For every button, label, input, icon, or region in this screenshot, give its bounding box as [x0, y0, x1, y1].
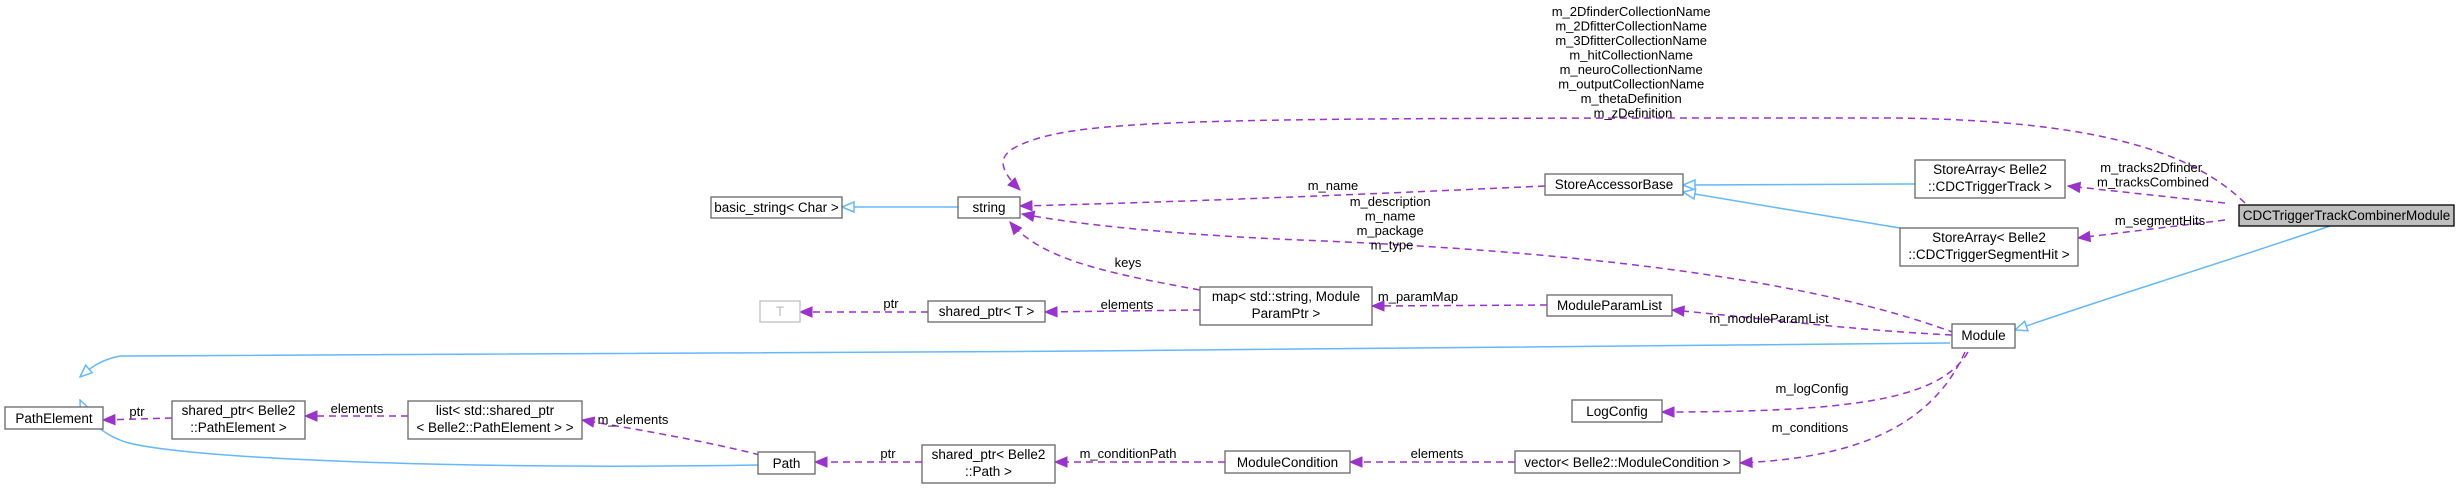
class-node-t[interactable]: T: [759, 300, 801, 323]
edge-storearray-track-to-store-accessor-base: [1683, 184, 1916, 185]
edge-combiner-to-string: [1002, 117, 2246, 204]
svg-text:::Path >: ::Path >: [965, 464, 1012, 479]
svg-text:LogConfig: LogConfig: [1586, 404, 1648, 419]
edge-label-combiner-to-string: m_2DfinderCollectionName m_2DfitterColle…: [1552, 4, 1715, 121]
class-node-shared-ptr-path-element[interactable]: shared_ptr< Belle2 ::PathElement >: [171, 400, 306, 440]
edge-label-map-to-string: keys: [1115, 255, 1142, 270]
edge-label-module-to-vector: m_conditions: [1772, 420, 1849, 435]
class-node-shared-ptr-t[interactable]: shared_ptr< T >: [927, 300, 1046, 323]
svg-text:shared_ptr< T >: shared_ptr< T >: [939, 304, 1035, 319]
edge-module-to-mpl: [1672, 310, 1953, 336]
class-node-store-accessor-base[interactable]: StoreAccessorBase: [1544, 173, 1684, 196]
svg-text:Module: Module: [1961, 328, 2005, 343]
svg-text:string: string: [972, 200, 1005, 215]
svg-text:shared_ptr< Belle2: shared_ptr< Belle2: [932, 447, 1046, 462]
svg-text:vector< Belle2::ModuleConditio: vector< Belle2::ModuleCondition >: [1524, 455, 1730, 470]
svg-text:shared_ptr< Belle2: shared_ptr< Belle2: [182, 403, 296, 418]
edge-label-combiner-to-seghit: m_segmentHits: [2115, 213, 2206, 228]
edge-label-vector-to-condition: elements: [1411, 446, 1464, 461]
svg-text:ModuleParamList: ModuleParamList: [1557, 298, 1662, 313]
svg-text:::CDCTriggerSegmentHit >: ::CDCTriggerSegmentHit >: [1908, 247, 2069, 262]
edge-map-to-shared-ptr-t: [1045, 310, 1201, 312]
edge-map-to-string: [1010, 222, 1201, 291]
svg-text:PathElement: PathElement: [15, 411, 93, 426]
edge-combiner-to-module: [2015, 225, 2331, 330]
svg-text:StoreArray< Belle2: StoreArray< Belle2: [1932, 230, 2046, 245]
edge-module-to-vector: [1740, 351, 1966, 463]
edge-label-list-to-shared-ptr-pe: elements: [331, 401, 384, 416]
edge-sab-to-string: [1020, 185, 1546, 206]
class-node-basic-string[interactable]: basic_string< Char >: [710, 196, 843, 219]
svg-text:::PathElement >: ::PathElement >: [190, 420, 287, 435]
class-node-storearray-cdc-trigger-segment-hit[interactable]: StoreArray< Belle2 ::CDCTriggerSegmentHi…: [1899, 227, 2079, 267]
svg-text:Path: Path: [773, 456, 801, 471]
svg-text:T: T: [776, 304, 784, 319]
class-node-module-condition[interactable]: ModuleCondition: [1224, 450, 1351, 474]
edge-label-combiner-to-track: m_tracks2Dfinder m_tracksCombined: [2097, 160, 2209, 190]
edge-label-sab-to-string: m_name: [1308, 178, 1359, 193]
edge-label-shared-ptr-pe-to-pe: ptr: [129, 404, 145, 419]
edge-module-to-logconfig: [1662, 351, 1969, 412]
edge-combiner-to-storearray-seghit: [2078, 219, 2226, 238]
svg-text:< Belle2::PathElement > >: < Belle2::PathElement > >: [416, 420, 573, 435]
class-node-map-module-param-ptr[interactable]: map< std::string, Module ParamPtr >: [1199, 286, 1373, 326]
class-node-shared-ptr-path[interactable]: shared_ptr< Belle2 ::Path >: [921, 444, 1056, 484]
edge-label-path-to-list: m_elements: [598, 412, 669, 427]
edge-label-module-to-string: m_description m_name m_package m_type: [1350, 194, 1435, 253]
edge-label-shared-ptr-t-to-t: ptr: [883, 296, 899, 311]
class-node-path-element[interactable]: PathElement: [4, 406, 104, 430]
class-node-cdc-trigger-track-combiner-module[interactable]: CDCTriggerTrackCombinerModule: [2238, 204, 2455, 227]
edge-label-map-to-shared-ptr-t: elements: [1101, 297, 1154, 312]
edge-label-module-to-mpl: m_moduleParamList: [1709, 311, 1829, 326]
edge-module-to-path-element: [80, 342, 1951, 377]
class-node-storearray-cdc-trigger-track[interactable]: StoreArray< Belle2 ::CDCTriggerTrack >: [1914, 159, 2066, 199]
svg-text:list< std::shared_ptr: list< std::shared_ptr: [436, 403, 555, 418]
svg-text:CDCTriggerTrackCombinerModule: CDCTriggerTrackCombinerModule: [2243, 208, 2451, 223]
class-node-module[interactable]: Module: [1951, 323, 2016, 349]
class-node-vector-module-condition[interactable]: vector< Belle2::ModuleCondition >: [1514, 450, 1741, 474]
edge-mpl-to-map: [1372, 305, 1548, 306]
svg-text:::CDCTriggerTrack >: ::CDCTriggerTrack >: [1928, 179, 2052, 194]
edge-storearray-seghit-to-store-accessor-base: [1683, 192, 1901, 229]
class-node-module-param-list[interactable]: ModuleParamList: [1546, 294, 1673, 317]
svg-text:StoreAccessorBase: StoreAccessorBase: [1555, 177, 1674, 192]
edge-combiner-to-storearray-track: [2068, 186, 2226, 204]
svg-text:StoreArray< Belle2: StoreArray< Belle2: [1933, 162, 2047, 177]
class-node-list-path-element[interactable]: list< std::shared_ptr < Belle2::PathElem…: [407, 400, 583, 440]
edge-label-mpl-to-map: m_paramMap: [1378, 289, 1458, 304]
class-node-string[interactable]: string: [957, 196, 1021, 219]
svg-text:map< std::string, Module: map< std::string, Module: [1212, 289, 1360, 304]
svg-text:ModuleCondition: ModuleCondition: [1237, 455, 1338, 470]
edge-label-shared-ptr-path-to-path: ptr: [880, 446, 896, 461]
svg-text:ParamPtr >: ParamPtr >: [1252, 306, 1321, 321]
edge-label-condition-to-shared-ptr-path: m_conditionPath: [1080, 446, 1177, 461]
edge-path-to-list: [582, 420, 761, 456]
edge-path-to-path-element: [80, 400, 759, 467]
edge-module-to-string: [1022, 214, 1956, 334]
edge-label-module-to-logconfig: m_logConfig: [1776, 381, 1849, 396]
class-node-log-config[interactable]: LogConfig: [1571, 399, 1663, 423]
svg-text:basic_string< Char >: basic_string< Char >: [714, 200, 839, 215]
class-node-path[interactable]: Path: [757, 451, 816, 475]
